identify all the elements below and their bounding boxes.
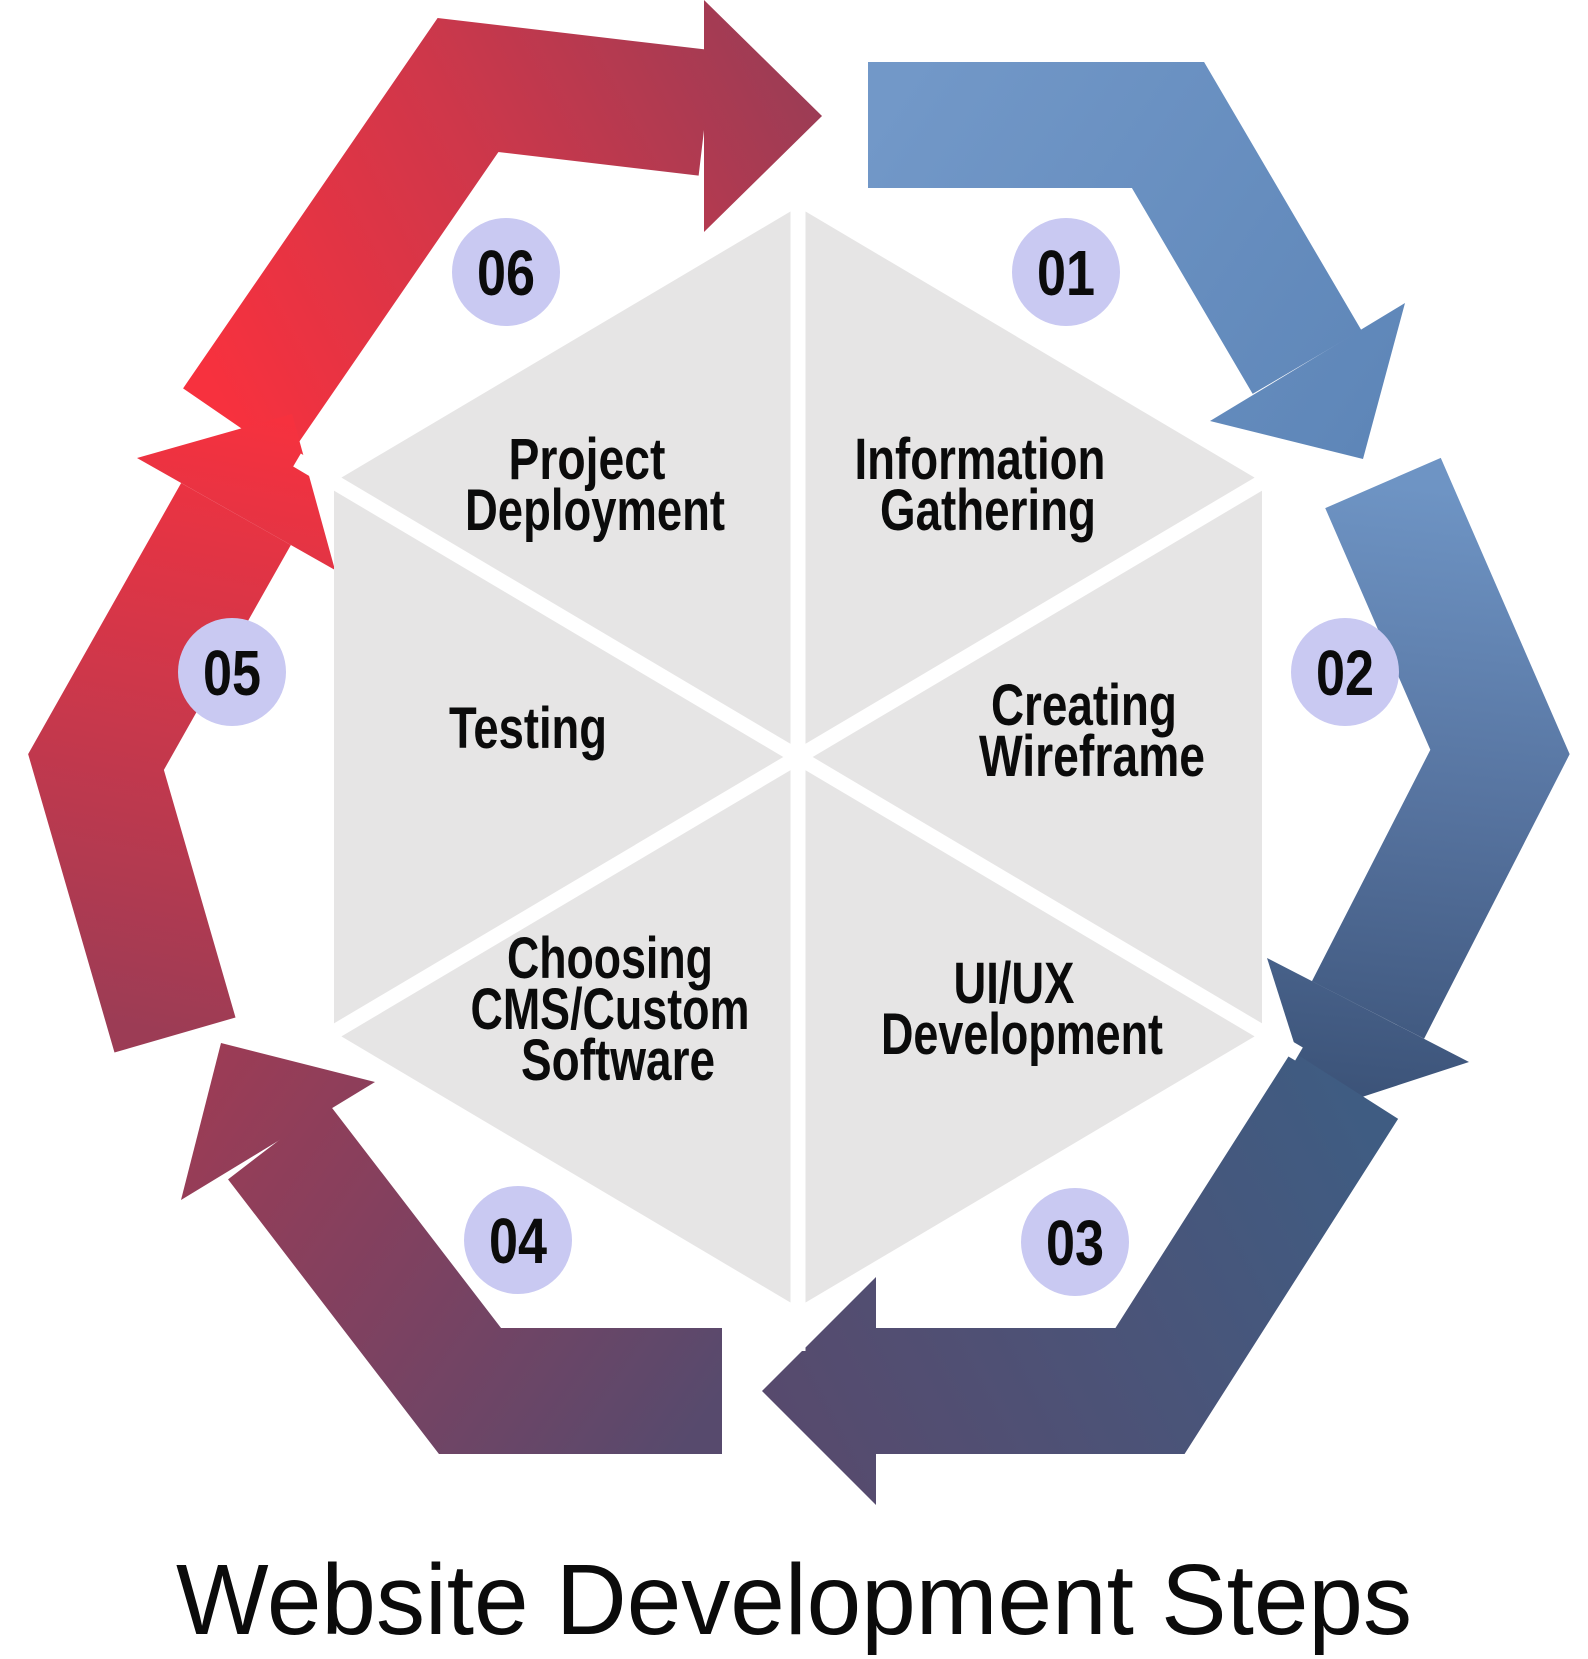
badge-circle-02 [1291, 618, 1399, 726]
flow-arrow-03-to-04 [762, 1051, 1399, 1505]
flow-arrowhead-04-icon [181, 1043, 375, 1200]
step-label-05: Testing [449, 696, 607, 761]
step-number-02: 02 [1316, 637, 1374, 709]
step-triangle-05 [334, 482, 798, 1032]
step-number-03: 03 [1046, 1207, 1104, 1279]
badge-circle-03 [1021, 1188, 1129, 1296]
flow-arrow-02-body [1311, 457, 1570, 1039]
step-number-badges: 01 02 03 04 05 06 [178, 218, 1399, 1296]
step-triangle-03 [798, 757, 1262, 1307]
divider-lower-left [293, 750, 802, 1061]
divider-upper-left [293, 453, 802, 764]
flow-arrow-05-body [28, 483, 291, 1053]
badge-circle-06 [452, 218, 560, 326]
sector-divider-lines [293, 163, 1303, 1351]
flow-arrowhead-05-icon [137, 414, 335, 570]
hexagon-sectors [293, 163, 1303, 1351]
step-number-05: 05 [203, 637, 261, 709]
flow-arrow-01-to-02 [868, 61, 1405, 459]
flow-arrow-04-to-05 [181, 1043, 722, 1454]
flow-arrow-02-to-03 [1267, 457, 1570, 1112]
flow-arrow-06-body [183, 17, 714, 460]
flow-arrowhead-03-icon [762, 1277, 876, 1505]
divider-lower-right [794, 750, 1303, 1061]
step-triangle-04 [334, 757, 798, 1307]
page-title: Website Development Steps [176, 1544, 1412, 1656]
step-triangle-01 [798, 207, 1262, 757]
step-number-06: 06 [477, 237, 535, 309]
flow-arrow-05-to-06 [28, 414, 335, 1053]
step-label-02: Creating Wireframe [979, 673, 1205, 789]
step-triangle-02 [798, 482, 1262, 1032]
flow-arrowhead-01-icon [1210, 303, 1405, 459]
flow-arrow-06-to-01 [183, 0, 822, 460]
flow-arrow-01-body [868, 61, 1362, 394]
step-number-01: 01 [1037, 237, 1095, 309]
badge-circle-05 [178, 618, 286, 726]
step-number-04: 04 [489, 1205, 547, 1277]
flow-arrow-03-body [876, 1051, 1399, 1454]
step-label-01: Information Gathering [854, 427, 1121, 543]
step-label-06: Project Deployment [465, 427, 725, 543]
step-labels: Information Gathering Creating Wireframe… [449, 427, 1205, 1093]
divider-upper-right [794, 453, 1303, 764]
badge-circle-01 [1012, 218, 1120, 326]
flow-arrow-04-body [228, 1102, 722, 1454]
step-label-04: Choosing CMS/Custom Software [470, 926, 765, 1093]
step-label-03: UI/UX Development [881, 951, 1163, 1067]
badge-circle-04 [464, 1186, 572, 1294]
step-triangle-06 [334, 207, 798, 757]
flow-arrows [28, 0, 1570, 1505]
flow-arrowhead-06-icon [704, 0, 822, 232]
